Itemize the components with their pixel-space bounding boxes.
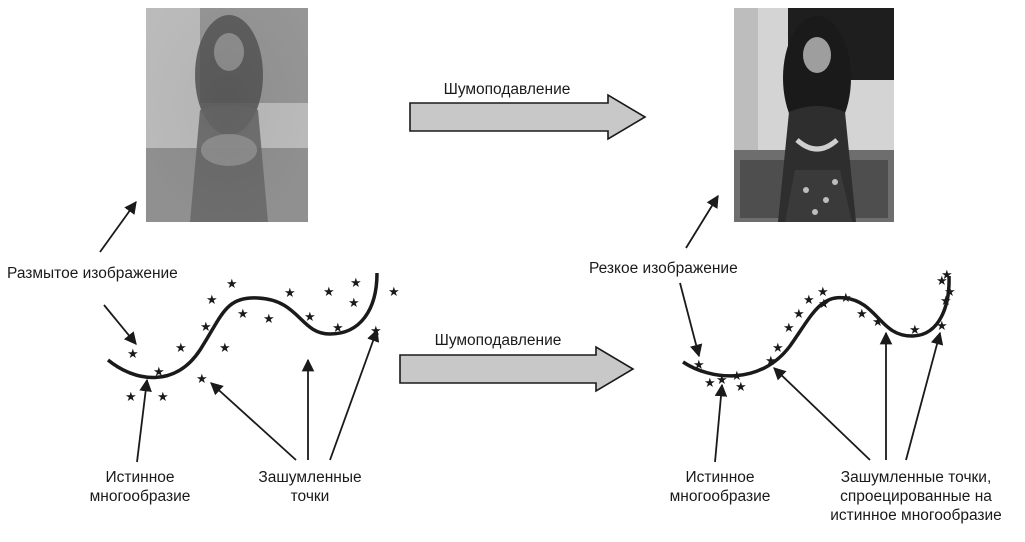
top-denoise-arrow xyxy=(409,93,647,141)
svg-text:★: ★ xyxy=(693,358,705,373)
left-noisy-points: ★ ★ ★ ★ ★ ★ ★ ★ ★ ★ ★ ★ ★ ★ ★ ★ ★ ★ ★ ★ xyxy=(125,276,400,405)
svg-text:★: ★ xyxy=(157,390,169,405)
svg-text:★: ★ xyxy=(237,307,249,322)
left-true-manifold-label: Истинное многообразие xyxy=(89,469,191,505)
svg-text:★: ★ xyxy=(127,347,139,362)
svg-text:★: ★ xyxy=(936,319,948,334)
sharp-image xyxy=(734,8,894,222)
svg-text:★: ★ xyxy=(716,373,728,388)
bottom-denoise-label: Шумоподавление xyxy=(434,332,562,349)
svg-text:★: ★ xyxy=(783,321,795,336)
top-denoise-label: Шумоподавление xyxy=(443,81,571,98)
svg-text:★: ★ xyxy=(940,294,952,309)
svg-text:★: ★ xyxy=(323,285,335,300)
svg-text:★: ★ xyxy=(731,369,743,384)
svg-text:★: ★ xyxy=(284,286,296,301)
svg-text:★: ★ xyxy=(856,307,868,322)
svg-text:★: ★ xyxy=(388,285,400,300)
svg-text:★: ★ xyxy=(793,307,805,322)
right-true-manifold-label: Истинное многообразие xyxy=(669,469,771,505)
svg-text:★: ★ xyxy=(872,315,884,330)
svg-text:★: ★ xyxy=(941,268,953,283)
svg-text:★: ★ xyxy=(219,341,231,356)
right-projected-points: ★ ★ ★ ★ ★ ★ ★ ★ ★ ★ ★ ★ ★ ★ ★ ★ ★ ★ ★ ★ … xyxy=(693,268,956,395)
svg-text:★: ★ xyxy=(818,297,830,312)
svg-text:★: ★ xyxy=(735,380,747,395)
blurred-image xyxy=(146,8,308,222)
svg-text:★: ★ xyxy=(936,274,948,289)
svg-text:★: ★ xyxy=(200,320,212,335)
svg-text:★: ★ xyxy=(125,390,137,405)
sharp-image-label: Резкое изображение xyxy=(589,260,738,277)
left-true-manifold-curve xyxy=(106,272,379,380)
left-noisy-points-label: Зашумленные точки xyxy=(258,469,362,505)
svg-text:★: ★ xyxy=(153,365,165,380)
blurred-image-label: Размытое изображение xyxy=(7,265,178,282)
svg-text:★: ★ xyxy=(840,291,852,306)
svg-text:★: ★ xyxy=(175,341,187,356)
svg-text:★: ★ xyxy=(304,310,316,325)
svg-text:★: ★ xyxy=(350,276,362,291)
svg-text:★: ★ xyxy=(944,285,956,300)
svg-text:★: ★ xyxy=(206,293,218,308)
left-pointer-lines xyxy=(99,200,380,463)
bottom-denoise-arrow xyxy=(399,345,635,393)
right-pointer-lines xyxy=(679,194,944,463)
svg-text:★: ★ xyxy=(803,293,815,308)
svg-text:★: ★ xyxy=(263,312,275,327)
svg-text:★: ★ xyxy=(226,277,238,292)
right-projected-points-label: Зашумленные точки, спроецированные на ис… xyxy=(830,469,1002,524)
svg-text:★: ★ xyxy=(765,354,777,369)
svg-text:★: ★ xyxy=(909,323,921,338)
right-true-manifold-curve xyxy=(682,275,951,378)
svg-text:★: ★ xyxy=(772,341,784,356)
svg-text:★: ★ xyxy=(817,285,829,300)
svg-text:★: ★ xyxy=(348,296,360,311)
svg-text:★: ★ xyxy=(704,376,716,391)
svg-text:★: ★ xyxy=(196,372,208,387)
svg-text:★: ★ xyxy=(332,321,344,336)
